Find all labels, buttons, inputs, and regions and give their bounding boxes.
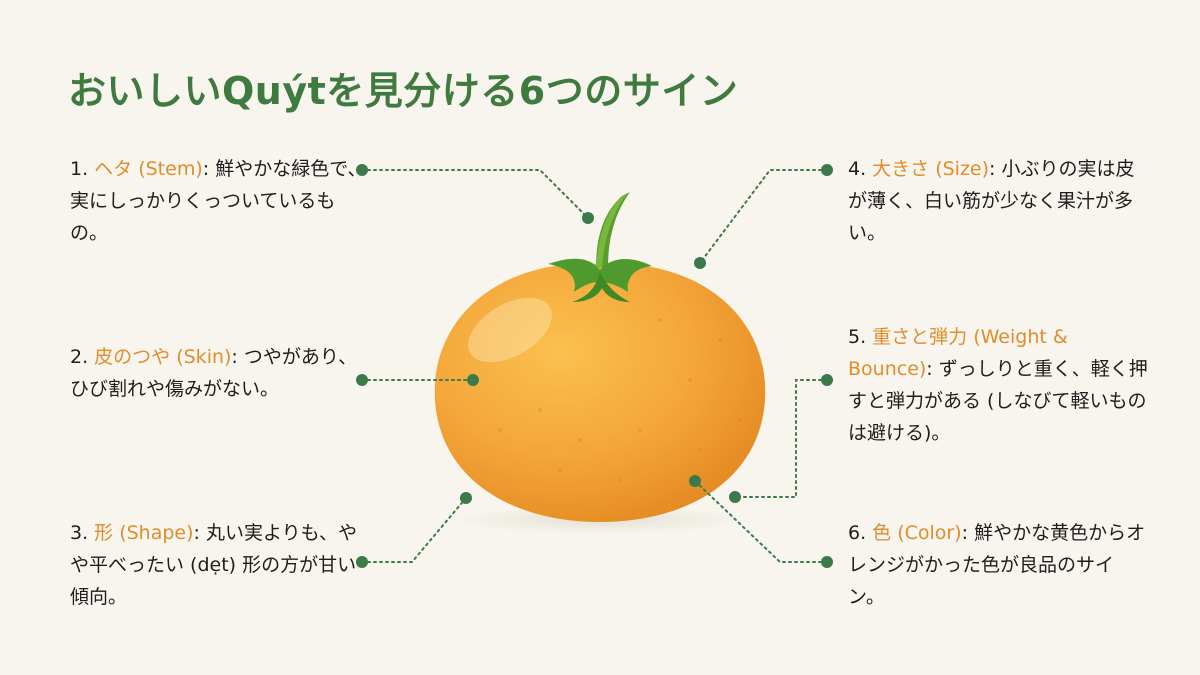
tip-size: 4. 大きさ (Size): 小ぶりの実は皮が薄く、白い筋が少なく果汁が多い。 — [848, 153, 1148, 249]
connector-dot — [460, 492, 472, 504]
connector-dot — [356, 556, 368, 568]
tip-description: : 小ぶりの実は皮が薄く、白い筋が少なく果汁が多い。 — [848, 158, 1135, 244]
tip-number: 4. — [848, 158, 873, 180]
tip-skin: 2. 皮のつや (Skin): つやがあり、ひび割れや傷みがない。 — [70, 341, 370, 405]
tip-number: 1. — [70, 158, 95, 180]
tip-keyword: 大きさ (Size) — [872, 158, 990, 180]
tip-description: : ずっしりと重く、軽く押すと弾力がある (しなびて軽いものは避ける)。 — [848, 358, 1148, 444]
tip-description: : つやがあり、ひび割れや傷みがない。 — [70, 346, 358, 400]
tip-keyword: 重さと弾力 (Weight & Bounce) — [848, 326, 1068, 380]
connector-dot — [821, 164, 833, 176]
tip-description: : 丸い実よりも、やや平べったい (dẹt) 形の方が甘い傾向。 — [70, 522, 358, 608]
connector-color — [694, 480, 828, 563]
tip-keyword: 形 (Shape) — [94, 522, 194, 544]
tip-keyword: 色 (Color) — [872, 522, 962, 544]
connector-dot — [821, 374, 833, 386]
connector-dot — [689, 475, 701, 487]
connector-dot — [356, 374, 368, 386]
tip-number: 6. — [848, 522, 873, 544]
connector-dot — [821, 556, 833, 568]
connector-dot — [356, 164, 368, 176]
tip-weight-bounce: 5. 重さと弾力 (Weight & Bounce): ずっしりと重く、軽く押す… — [848, 321, 1148, 449]
connector-size — [699, 169, 828, 264]
connector-dot — [467, 374, 479, 386]
tip-number: 2. — [70, 346, 95, 368]
tip-description: : 鮮やかな緑色で、実にしっかりくっついているもの。 — [70, 158, 367, 244]
tip-keyword: ヘタ (Stem) — [94, 158, 203, 180]
connector-stem — [361, 169, 589, 219]
tip-shape: 3. 形 (Shape): 丸い実よりも、やや平べったい (dẹt) 形の方が甘… — [70, 517, 370, 613]
page-title: おいしいQuýtを見分ける6つのサイン — [68, 69, 739, 113]
connector-weight — [734, 379, 828, 498]
connector-shape — [361, 497, 467, 563]
tip-number: 3. — [70, 522, 95, 544]
tip-keyword: 皮のつや (Skin) — [94, 346, 232, 368]
tip-description: : 鮮やかな黄色からオレンジがかった色が良品のサイン。 — [848, 522, 1146, 608]
connector-dot — [582, 212, 594, 224]
connector-dot — [694, 257, 706, 269]
tangerine-illustration — [434, 192, 766, 534]
tip-number: 5. — [848, 326, 873, 348]
tip-color: 6. 色 (Color): 鮮やかな黄色からオレンジがかった色が良品のサイン。 — [848, 517, 1148, 613]
tip-stem: 1. ヘタ (Stem): 鮮やかな緑色で、実にしっかりくっついているもの。 — [70, 153, 370, 249]
connector-dot — [729, 491, 741, 503]
